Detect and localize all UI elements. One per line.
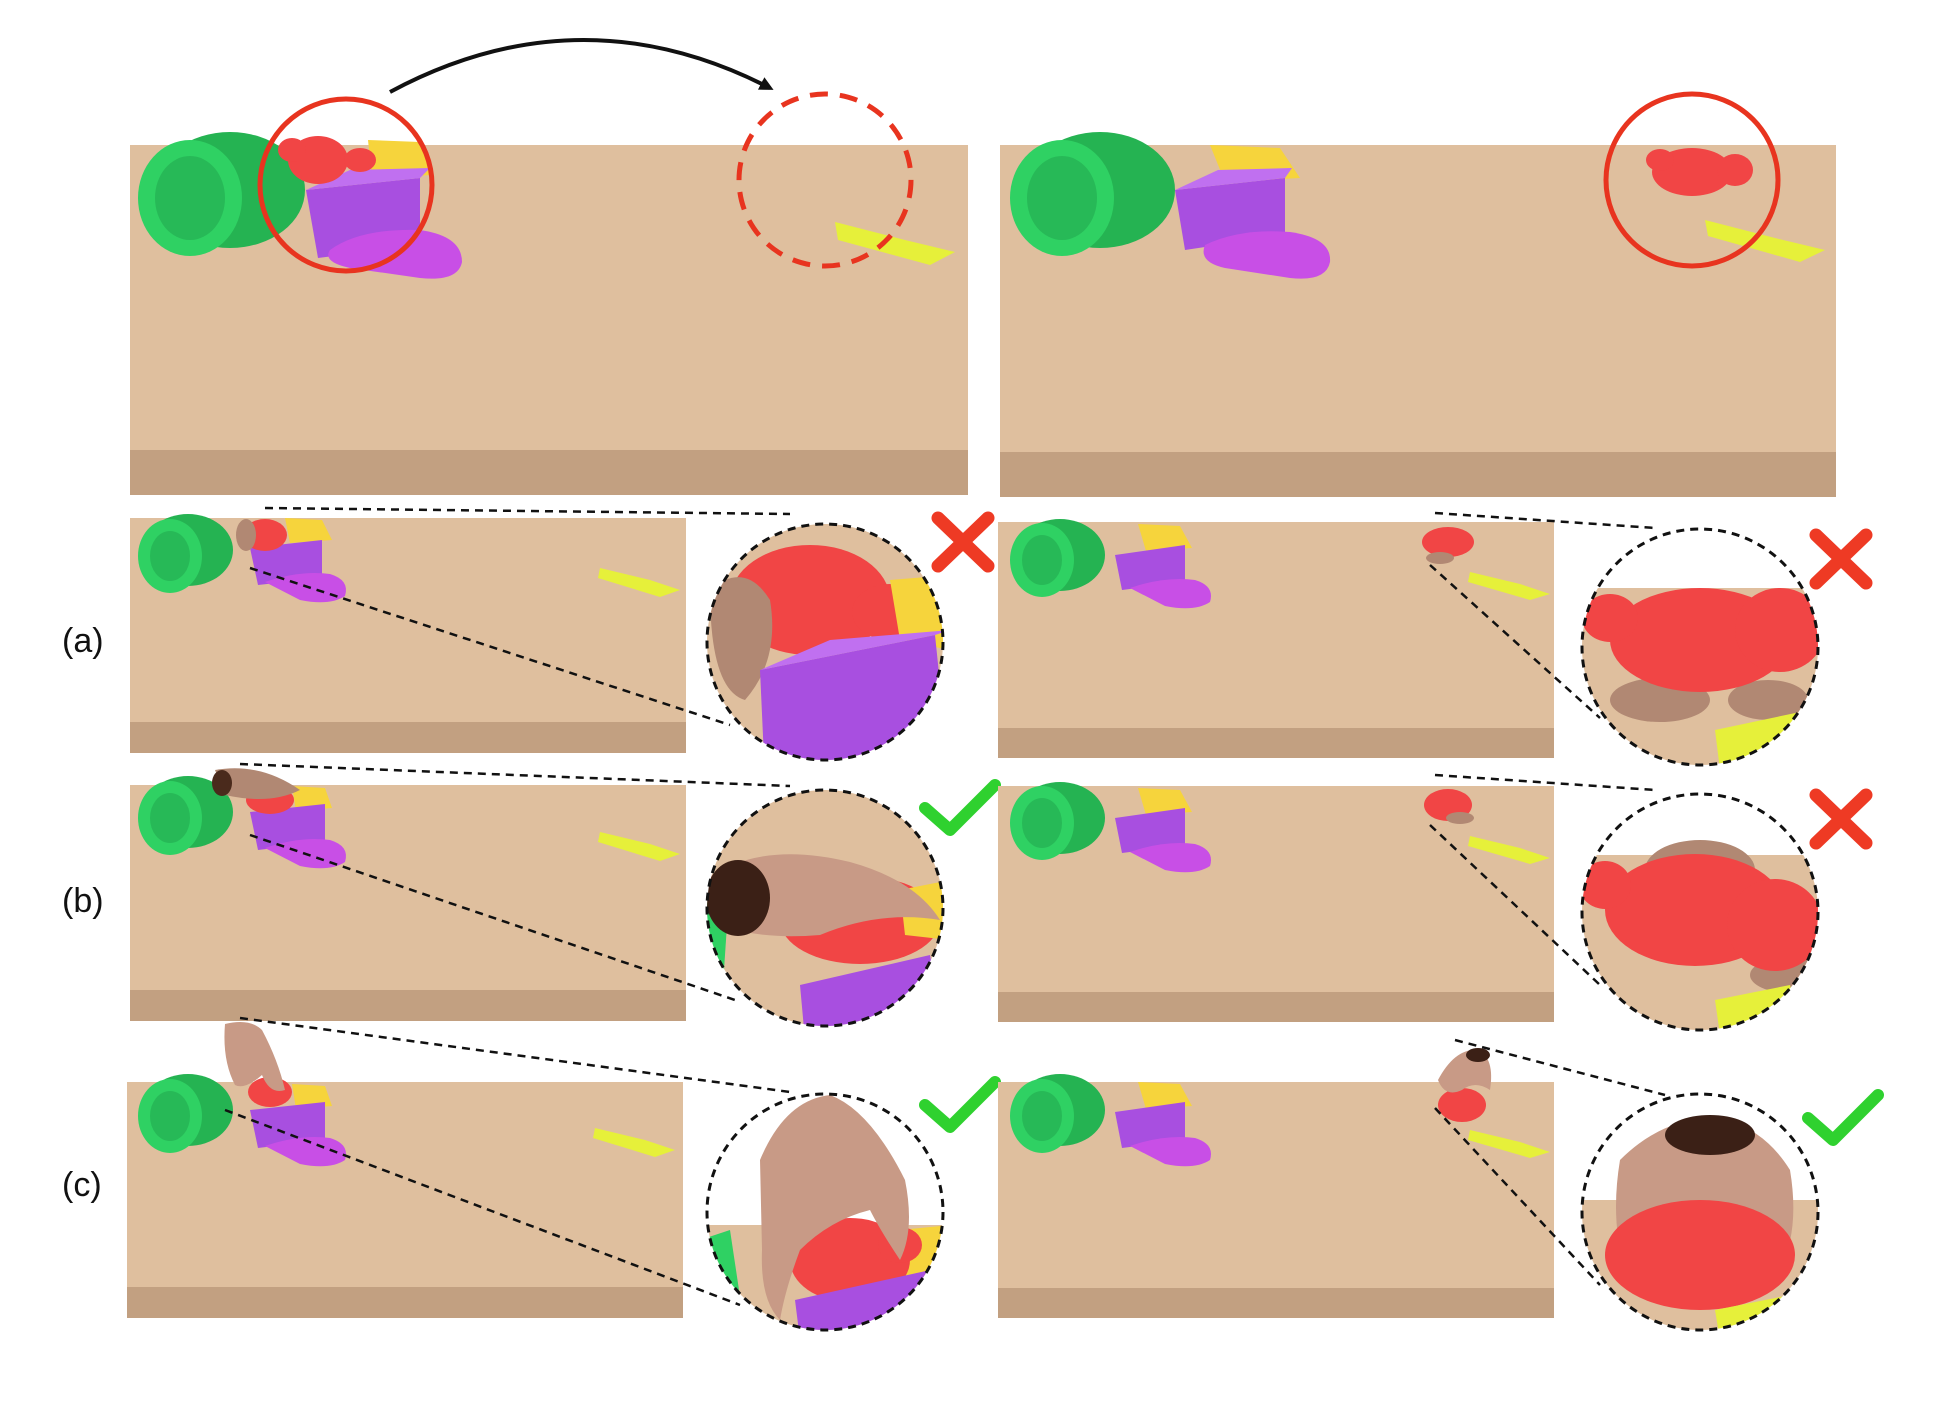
yellow-block <box>1138 1082 1192 1109</box>
zoom-row-a-left <box>249 506 945 762</box>
red-target-object <box>1438 1088 1486 1122</box>
table-edge <box>130 722 686 753</box>
scene-top-left <box>130 38 968 495</box>
yellow-block <box>1138 788 1192 815</box>
purple-box <box>1115 1102 1185 1148</box>
magenta-mouse <box>1130 579 1211 609</box>
hand <box>224 1022 285 1091</box>
scene-row-a-right <box>998 519 1554 758</box>
table-edge <box>127 1287 683 1318</box>
lime-block <box>1468 572 1550 600</box>
yellow-block <box>1138 524 1192 551</box>
purple-box <box>250 1102 325 1148</box>
scene-row-a-left <box>130 514 686 753</box>
scene-top-right <box>1000 91 1836 497</box>
scene-row-b-left <box>130 768 686 1021</box>
hand <box>1446 812 1474 824</box>
table-edge <box>130 990 686 1021</box>
lime-block <box>1468 836 1550 864</box>
purple-box <box>1115 808 1185 853</box>
magenta-mouse <box>265 573 346 603</box>
red-target-object <box>1646 148 1753 196</box>
zoom-row-b-right <box>1429 773 1820 1032</box>
green-cup <box>1010 1074 1105 1153</box>
green-cup <box>138 776 233 855</box>
magenta-mouse <box>265 1137 346 1167</box>
purple-box <box>250 804 325 850</box>
lime-block <box>835 222 955 265</box>
check-icon <box>919 779 1001 836</box>
purple-box <box>1115 545 1185 590</box>
green-cup <box>1010 132 1175 256</box>
hand <box>236 519 256 551</box>
cross-icon <box>931 511 995 573</box>
curved-arrow-icon <box>389 38 774 94</box>
target-highlight-circle <box>257 96 435 274</box>
lime-block <box>598 568 680 597</box>
scene-row-c-right <box>998 1048 1554 1318</box>
zoom-row-a-right <box>1429 511 1820 767</box>
cross-icon <box>1809 788 1873 850</box>
red-target-object <box>278 136 376 184</box>
hand <box>215 768 300 799</box>
red-target-object <box>1422 527 1474 557</box>
table-edge <box>130 450 968 495</box>
hand <box>1426 552 1454 564</box>
target-highlight-circle <box>1603 91 1781 269</box>
row-label-c: (c) <box>62 1166 102 1204</box>
table-edge <box>998 992 1554 1022</box>
row-label-b: (b) <box>62 882 104 920</box>
green-cup <box>138 514 233 593</box>
cross-icon <box>1809 528 1873 590</box>
green-cup <box>138 1074 233 1153</box>
lime-block <box>593 1128 675 1157</box>
row-label-a: (a) <box>62 622 104 660</box>
table-edge <box>998 728 1554 758</box>
magenta-mouse <box>1203 231 1331 279</box>
yellow-block <box>285 518 332 543</box>
lime-block <box>1468 1130 1550 1158</box>
lime-block <box>1705 220 1825 262</box>
scene-row-b-right <box>998 782 1554 1022</box>
destination-circle <box>736 91 914 269</box>
table-edge <box>998 1288 1554 1318</box>
lime-block <box>598 832 680 861</box>
scene-row-c-left <box>127 1022 683 1318</box>
magenta-mouse <box>1130 1137 1211 1167</box>
table-edge <box>1000 452 1836 497</box>
magenta-mouse <box>1130 843 1211 873</box>
green-cup <box>1010 782 1105 860</box>
green-cup <box>1010 519 1105 597</box>
check-icon <box>1802 1089 1884 1146</box>
check-icon <box>919 1076 1001 1133</box>
